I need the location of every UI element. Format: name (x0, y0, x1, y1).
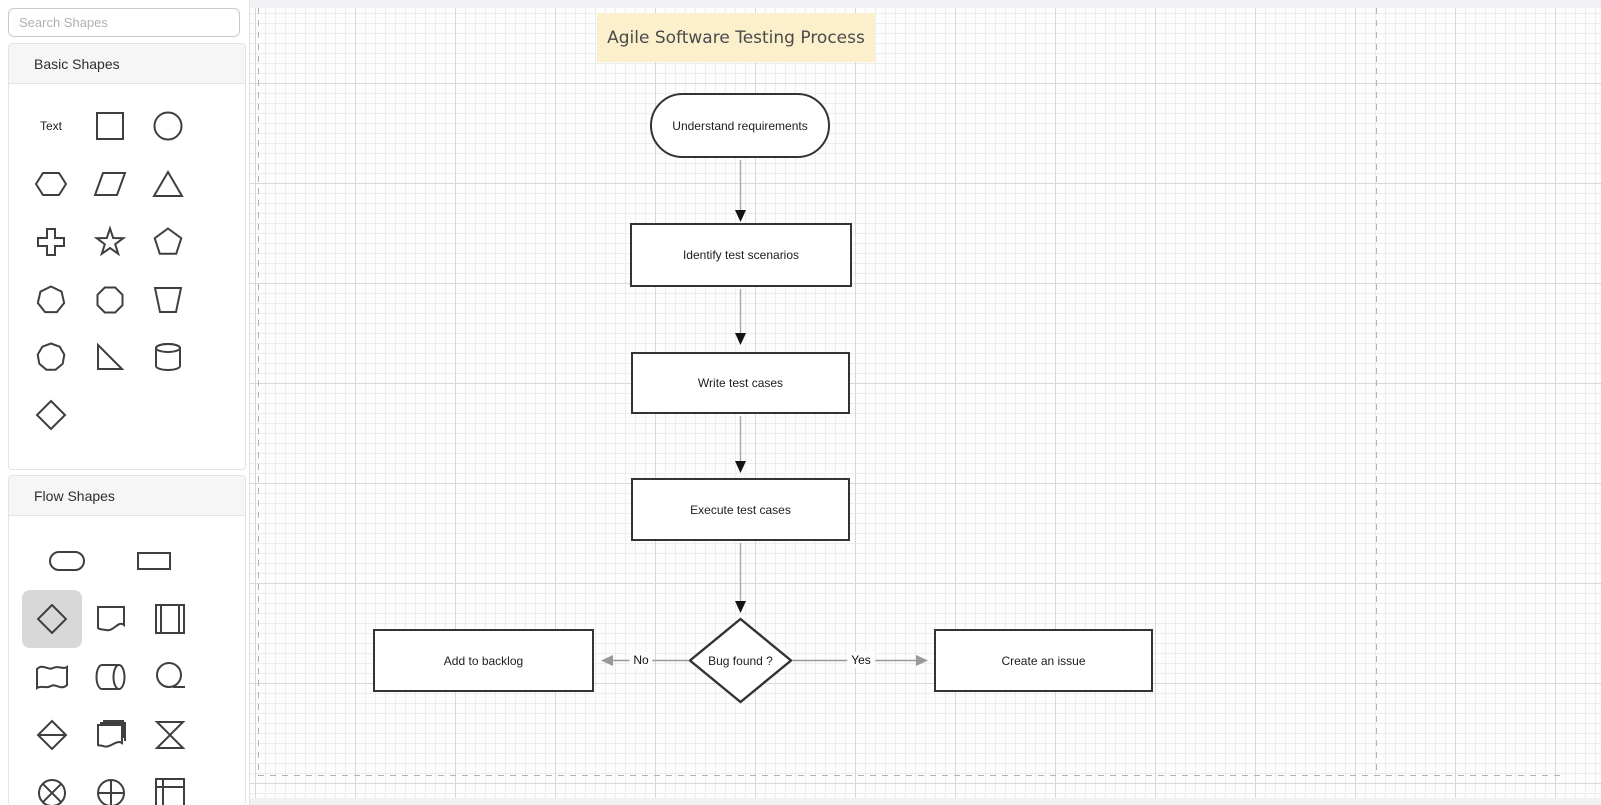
shape-item-octagon[interactable] (88, 278, 132, 322)
direct-access-storage-icon (95, 664, 126, 690)
shape-item-direct-access-storage[interactable] (89, 655, 133, 699)
document-icon (97, 606, 125, 632)
node-execute-test-cases[interactable]: Execute test cases (631, 478, 850, 541)
shape-item-summing-junction[interactable] (30, 771, 74, 805)
shape-item-multi-document[interactable] (89, 713, 133, 757)
node-label: Execute test cases (690, 502, 791, 517)
shape-item-or[interactable] (89, 771, 133, 805)
shape-item-diamond[interactable] (29, 393, 73, 437)
trapezoid-icon (153, 287, 183, 313)
diamond-icon (35, 399, 67, 431)
summing-junction-icon (38, 779, 66, 805)
canvas-top-margin (250, 0, 1601, 8)
octagon-icon (96, 286, 124, 314)
decision-diamond-shape (688, 617, 793, 704)
shape-item-text[interactable]: Text (29, 104, 73, 148)
predefined-process-icon (155, 604, 185, 634)
sequential-access-storage-icon (156, 662, 185, 688)
shape-item-trapezoid[interactable] (146, 278, 190, 322)
cylinder-icon (155, 343, 181, 371)
diagram-canvas[interactable]: Agile Software Testing Process Understan… (250, 0, 1601, 805)
paper-tape-icon (36, 665, 68, 690)
shape-item-terminator[interactable] (45, 539, 89, 583)
node-write-test-cases[interactable]: Write test cases (631, 352, 850, 414)
edge-identify-write[interactable] (735, 289, 746, 345)
internal-storage-icon (155, 778, 185, 805)
shape-item-cross[interactable] (29, 220, 73, 264)
node-add-to-backlog[interactable]: Add to backlog (373, 629, 594, 692)
text-shape-label: Text (39, 119, 62, 133)
node-diagram-title[interactable]: Agile Software Testing Process (597, 13, 875, 62)
sort-icon (36, 719, 68, 751)
shape-item-circle[interactable] (146, 104, 190, 148)
node-understand-requirements[interactable]: Understand requirements (650, 93, 830, 158)
shape-item-collate[interactable] (148, 713, 192, 757)
heptagon-icon (36, 285, 66, 314)
canvas-bottom-margin (250, 798, 1601, 805)
or-icon (97, 779, 125, 805)
star-icon (93, 225, 127, 257)
edge-write-execute[interactable] (735, 416, 746, 473)
node-bug-found-decision[interactable]: Bug found ? (688, 617, 793, 704)
shape-item-triangle[interactable] (146, 162, 190, 206)
parallelogram-icon (93, 172, 127, 196)
shape-item-right-triangle[interactable] (88, 335, 132, 379)
shape-item-predefined-process[interactable] (148, 597, 192, 641)
node-label: Add to backlog (443, 653, 524, 668)
node-create-an-issue[interactable]: Create an issue (934, 629, 1153, 692)
shape-item-sort[interactable] (30, 713, 74, 757)
edge-label-yes[interactable]: Yes (847, 652, 875, 668)
page-border-bottom (258, 775, 1560, 776)
process-icon (137, 552, 171, 570)
node-label: Bug found ? (708, 653, 773, 668)
node-label: Write test cases (697, 376, 784, 390)
node-label: Understand requirements (672, 118, 808, 133)
basic-shapes-header[interactable]: Basic Shapes (9, 44, 245, 84)
nonagon-icon (36, 342, 66, 371)
flow-shapes-section: Flow Shapes (8, 475, 246, 805)
connectors-layer (601, 160, 928, 666)
edge-execute-decision[interactable] (735, 543, 746, 613)
shape-item-sequential-access-storage[interactable] (148, 655, 192, 699)
shape-palette: Basic Shapes Text (0, 0, 250, 805)
node-label: Create an issue (1001, 653, 1086, 668)
right-triangle-icon (97, 342, 125, 370)
hexagon-icon (34, 172, 68, 196)
diagram-title-text: Agile Software Testing Process (607, 27, 865, 48)
page-border-right (1376, 8, 1377, 775)
node-identify-test-scenarios[interactable]: Identify test scenarios (630, 223, 852, 287)
shape-item-star[interactable] (88, 220, 132, 264)
node-label: Identify test scenarios (682, 248, 800, 262)
shape-item-hexagon[interactable] (29, 162, 73, 206)
decision-icon (37, 604, 67, 634)
edge-start-identify[interactable] (735, 160, 746, 222)
shape-item-pentagon[interactable] (146, 220, 190, 264)
multi-document-icon (97, 720, 126, 748)
flow-shapes-header[interactable]: Flow Shapes (9, 476, 245, 516)
shape-item-internal-storage[interactable] (148, 771, 192, 805)
search-input[interactable] (8, 8, 240, 37)
shape-item-cylinder[interactable] (146, 335, 190, 379)
shape-item-nonagon[interactable] (29, 335, 73, 379)
shape-item-document[interactable] (89, 597, 133, 641)
edge-label-no[interactable]: No (629, 652, 653, 668)
square-icon (96, 112, 124, 140)
terminator-icon (49, 551, 85, 571)
basic-shapes-section: Basic Shapes Text (8, 43, 246, 470)
shape-item-parallelogram[interactable] (88, 162, 132, 206)
pentagon-icon (153, 227, 183, 255)
shape-item-heptagon[interactable] (29, 278, 73, 322)
shape-item-paper-tape[interactable] (30, 655, 74, 699)
triangle-icon (152, 170, 184, 197)
circle-icon (153, 111, 183, 141)
shape-item-decision[interactable] (30, 597, 74, 641)
cross-icon (37, 228, 65, 256)
shape-item-process[interactable] (132, 539, 176, 583)
selected-shape-highlight (22, 590, 82, 648)
page-border-left (258, 8, 259, 775)
shape-item-square[interactable] (88, 104, 132, 148)
collate-icon (154, 721, 186, 749)
